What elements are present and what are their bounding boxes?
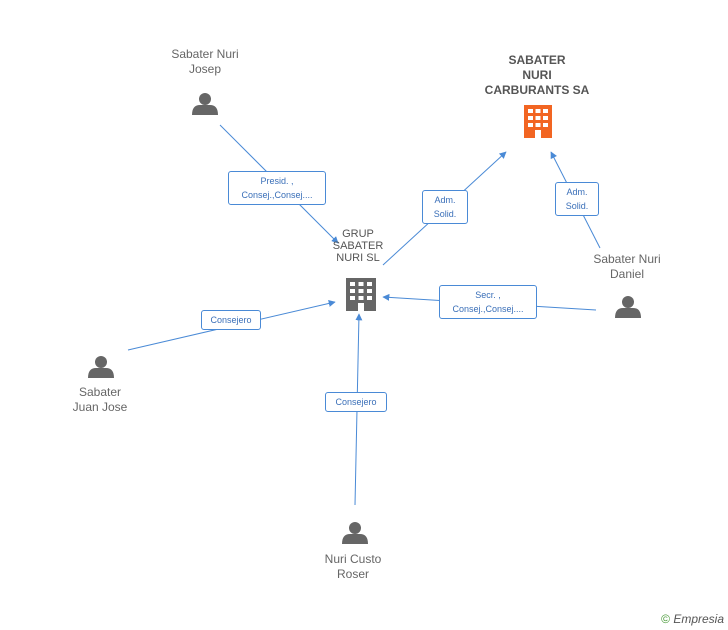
edge-label-line: Consej.,Consej.... xyxy=(241,190,313,200)
node-label-line: Sabater xyxy=(78,385,122,399)
edge-label-roser-grup[interactable]: Consejero xyxy=(325,392,387,412)
edge-label-line: Presid. , xyxy=(260,176,294,186)
node-label-roser[interactable]: Nuri Custo Roser xyxy=(303,552,403,582)
node-label-daniel[interactable]: Sabater Nuri Daniel xyxy=(572,252,682,282)
node-label-grup[interactable]: GRUP SABATER NURI SL xyxy=(318,228,398,264)
edge-label-daniel-carburants[interactable]: Adm. Solid. xyxy=(555,182,599,216)
node-label-line: Sabater Nuri xyxy=(171,47,239,61)
edge-label-line: Adm. xyxy=(434,195,456,205)
edge-label-line: Consejero xyxy=(335,397,377,407)
edge-label-line: Adm. xyxy=(566,187,588,197)
node-label-line: Daniel xyxy=(609,267,645,281)
edge-label-daniel-grup[interactable]: Secr. , Consej.,Consej.... xyxy=(439,285,537,319)
person-icon[interactable] xyxy=(88,356,114,378)
building-icon[interactable] xyxy=(524,105,552,138)
node-label-josep[interactable]: Sabater Nuri Josep xyxy=(150,47,260,77)
edge-label-line: Consej.,Consej.... xyxy=(452,304,524,314)
node-label-line: Nuri Custo xyxy=(324,552,382,566)
copyright-icon: © xyxy=(661,612,670,626)
edge-label-line: Solid. xyxy=(565,201,589,211)
person-icon[interactable] xyxy=(342,522,368,544)
footer-brand[interactable]: © Empresia xyxy=(661,612,724,626)
node-label-line: SABATER xyxy=(508,53,566,67)
node-label-line: Roser xyxy=(336,567,369,581)
node-label-line: NURI SL xyxy=(336,252,380,264)
edge-label-juan-grup[interactable]: Consejero xyxy=(201,310,261,330)
node-label-carburants[interactable]: SABATER NURI CARBURANTS SA xyxy=(478,53,596,98)
node-label-line: CARBURANTS SA xyxy=(484,83,590,97)
edge-label-grup-carburants[interactable]: Adm. Solid. xyxy=(422,190,468,224)
node-label-line: NURI xyxy=(522,68,552,82)
node-label-line: Juan Jose xyxy=(72,400,128,414)
edge-label-line: Solid. xyxy=(433,209,457,219)
node-label-line: Sabater Nuri xyxy=(593,252,661,266)
edge-label-line: Consejero xyxy=(210,315,252,325)
edge-label-josep-grup[interactable]: Presid. , Consej.,Consej.... xyxy=(228,171,326,205)
person-icon[interactable] xyxy=(192,93,218,115)
brand-name: Empresia xyxy=(673,612,724,626)
node-label-line: SABATER xyxy=(332,240,384,252)
node-label-juan[interactable]: Sabater Juan Jose xyxy=(50,385,150,415)
building-icon[interactable] xyxy=(346,278,376,311)
person-icon[interactable] xyxy=(615,296,641,318)
edge-label-line: Secr. , xyxy=(475,290,501,300)
node-label-line: GRUP xyxy=(342,228,374,240)
node-label-line: Josep xyxy=(188,62,222,76)
